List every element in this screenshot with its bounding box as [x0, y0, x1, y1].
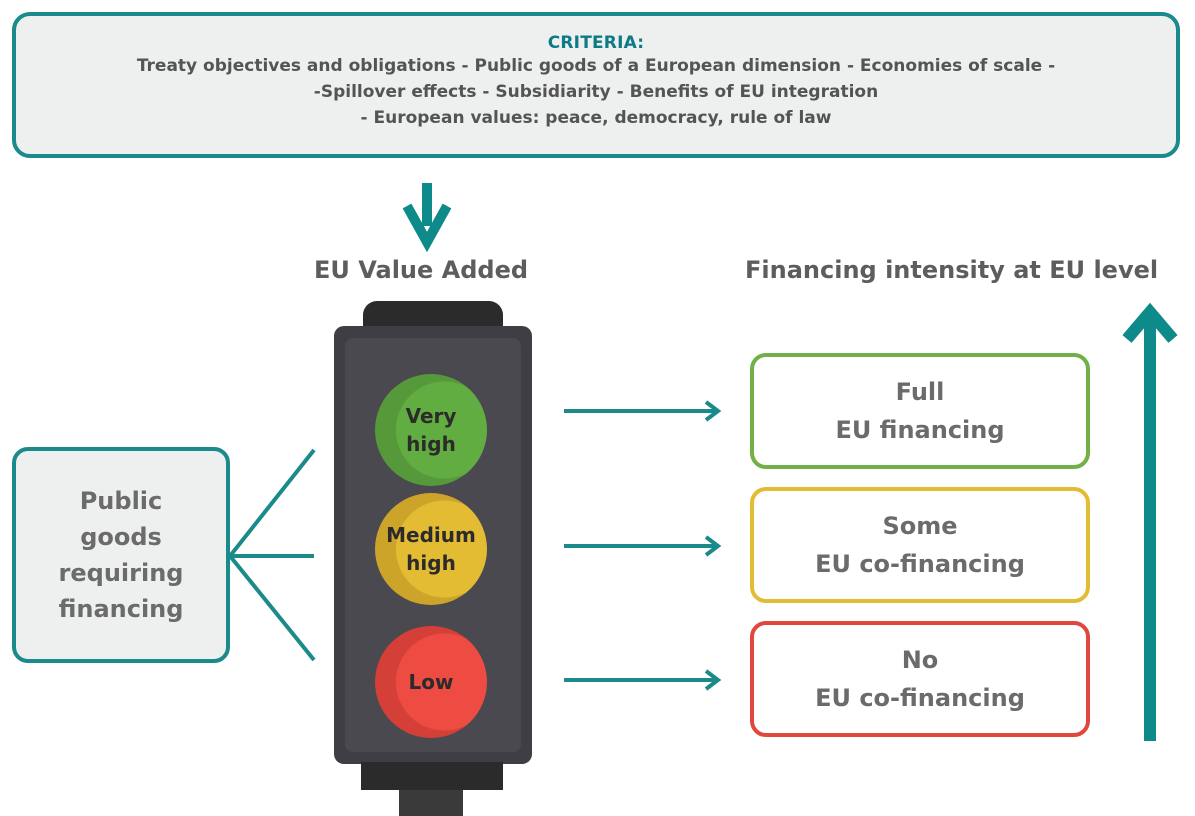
outcome-line: EU co-financing [815, 684, 1025, 712]
public-goods-text: goods [80, 523, 162, 551]
outcome-line: EU financing [835, 416, 1005, 444]
outcome-full-financing: Full EU financing [750, 353, 1090, 469]
light-label: Medium [386, 523, 476, 547]
criteria-line: -Spillover effects - Subsidiarity - Bene… [313, 82, 879, 102]
light-label: Very [405, 404, 457, 428]
criteria-line: - European values: peace, democracy, rul… [360, 108, 832, 128]
financing-intensity-label: Financing intensity at EU level [745, 256, 1159, 284]
outcome-some-cofinancing: Some EU co-financing [750, 487, 1090, 603]
down-arrow-icon [402, 183, 452, 253]
outcome-line: EU co-financing [815, 550, 1025, 578]
public-goods-box: Public goods requiring financing [12, 447, 230, 663]
light-label: high [406, 432, 456, 456]
criteria-line: Treaty objectives and obligations - Publ… [136, 56, 1056, 76]
criteria-title: CRITERIA: [547, 33, 645, 53]
traffic-light-post [399, 790, 463, 816]
outcome-line: No [901, 646, 939, 674]
outcome-line: Full [895, 378, 945, 406]
fan-lines [228, 448, 316, 662]
traffic-light-base [361, 762, 503, 790]
arrow-right-icon [564, 535, 722, 557]
arrow-right-icon [564, 400, 722, 422]
light-medium-high: Medium high [375, 493, 487, 605]
criteria-box: CRITERIA: Treaty objectives and obligati… [12, 12, 1180, 158]
outcome-line: Some [882, 512, 958, 540]
light-very-high: Very high [375, 374, 487, 486]
up-arrow-icon [1122, 302, 1178, 741]
public-goods-text: Public [79, 487, 163, 515]
light-low: Low [375, 626, 487, 738]
outcome-no-cofinancing: No EU co-financing [750, 621, 1090, 737]
light-label: Low [408, 670, 454, 694]
light-label: high [406, 551, 456, 575]
public-goods-text: financing [58, 595, 184, 623]
arrow-right-icon [564, 669, 722, 691]
public-goods-text: requiring [58, 559, 184, 587]
eu-value-added-label: EU Value Added [314, 256, 529, 284]
